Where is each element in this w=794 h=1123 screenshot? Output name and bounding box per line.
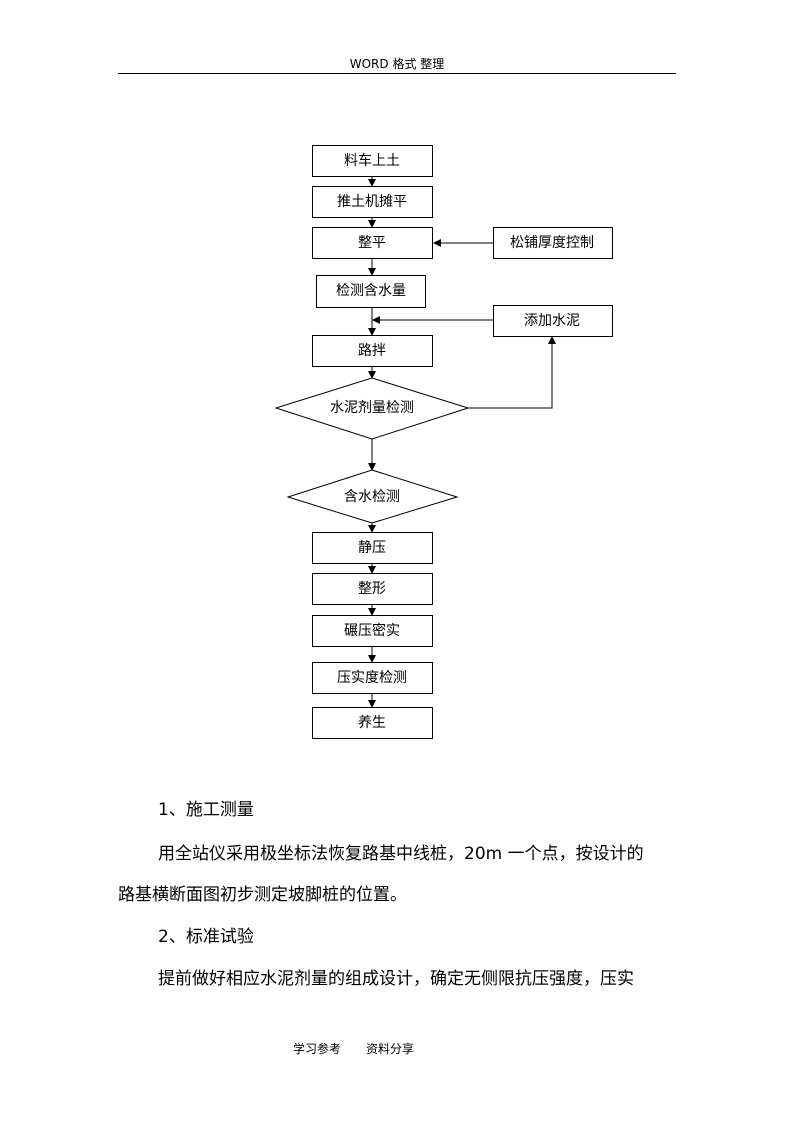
step-box-5 <box>312 335 433 367</box>
step-label: 检测含水量 <box>336 283 406 299</box>
paragraph-line: 提前做好相应水泥剂量的组成设计，确定无侧限抗压强度，压实 <box>158 969 634 989</box>
step-label: 整形 <box>358 581 386 597</box>
step-label: 碾压密实 <box>344 622 400 639</box>
step-box-4 <box>316 275 426 308</box>
footer-left: 学习参考 <box>293 1042 342 1056</box>
section-heading-survey: 1、施工测量 <box>158 800 254 820</box>
paragraph-line: 用全站仪采用极坐标法恢复路基中线桩，20m 一个点，按设计的 <box>158 844 644 864</box>
page-header: WORD 格式 整理 <box>349 57 445 71</box>
side-box-add-cement <box>493 305 613 337</box>
step-box-7 <box>312 573 433 605</box>
side-label: 添加水泥 <box>524 313 580 329</box>
step-box-1 <box>312 145 433 177</box>
step-box-3 <box>312 227 433 259</box>
step-label: 路拌 <box>358 343 386 359</box>
step-box-9 <box>312 662 433 694</box>
decision-label: 含水检测 <box>344 489 400 505</box>
section-heading-standard-test: 2、标准试验 <box>158 927 254 947</box>
step-box-8 <box>312 615 433 647</box>
header-rule <box>118 73 676 74</box>
construction-flowchart: 料车上土 推土机摊平 整平 检测含水量 路拌 水泥剂量检测 含水检测 静压 整形… <box>274 145 613 739</box>
footer-right: 资料分享 <box>366 1042 415 1056</box>
side-box-thickness <box>493 227 613 259</box>
step-label: 养生 <box>358 715 386 731</box>
flow-connectors <box>368 176 556 708</box>
decision-diamond-2 <box>286 469 459 524</box>
step-box-2 <box>312 186 433 218</box>
step-label: 静压 <box>358 540 386 556</box>
step-label: 整平 <box>358 235 386 251</box>
decision-diamond-1 <box>274 377 470 440</box>
paragraph-line: 路基横断面图初步测定坡脚桩的位置。 <box>118 885 407 905</box>
side-label: 松铺厚度控制 <box>510 235 594 251</box>
decision-label: 水泥剂量检测 <box>330 400 414 416</box>
step-label: 压实度检测 <box>337 670 407 686</box>
step-box-10 <box>312 707 433 739</box>
step-box-6 <box>312 532 433 564</box>
step-label: 料车上土 <box>344 152 400 169</box>
step-label: 推土机摊平 <box>337 194 407 210</box>
